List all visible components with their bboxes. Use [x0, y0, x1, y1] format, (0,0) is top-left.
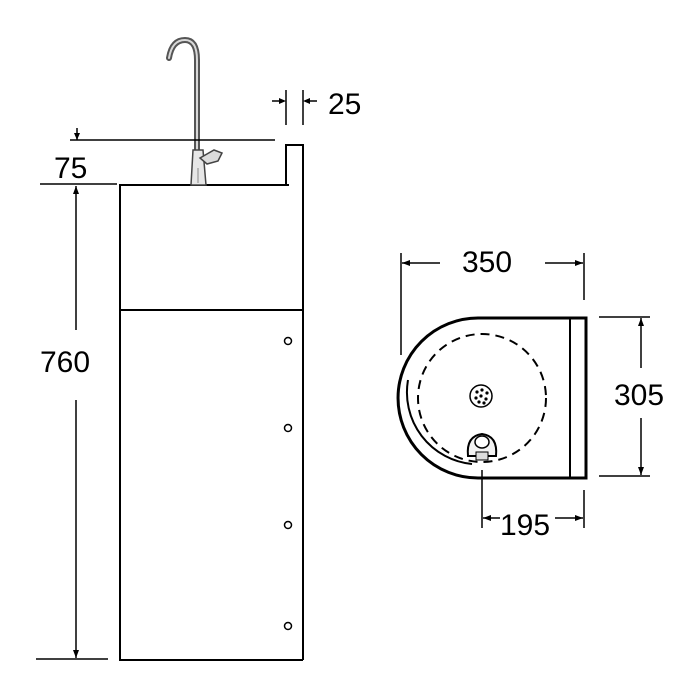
dim-width-label: 350: [462, 246, 512, 279]
dimension-width: 350: [400, 246, 585, 355]
bubbler-nozzle-icon: [466, 432, 498, 461]
dimension-height: 760: [36, 186, 108, 660]
dim-height-label: 760: [40, 346, 90, 379]
back-panel-outline: [285, 144, 304, 660]
screw-hole-icon: [283, 423, 293, 433]
dim-top-offset-label: 75: [54, 152, 87, 185]
rim-inner-edge: [405, 379, 473, 465]
dimension-top-offset: 75: [40, 128, 275, 185]
cabinet-outline: [119, 310, 303, 661]
plan-outline: [396, 316, 588, 480]
side-elevation: 25 75 760: [36, 36, 361, 661]
screw-hole-icon: [283, 520, 293, 530]
dim-center-offset-label: 195: [500, 509, 550, 542]
dimension-center-offset: 195: [481, 470, 585, 542]
drain-icon: [469, 384, 493, 408]
gooseneck-faucet-icon: [166, 36, 224, 186]
dimension-depth: 305: [599, 316, 664, 477]
basin-outline: [119, 184, 289, 310]
screw-hole-icon: [283, 621, 293, 631]
dim-side-thickness-label: 25: [328, 88, 361, 121]
dim-depth-label: 305: [614, 379, 664, 412]
screw-hole-icon: [283, 336, 293, 346]
plan-view: 350 305 195: [396, 246, 664, 542]
basin-outline-dashed: [417, 333, 547, 463]
dimension-side-thickness: 25: [272, 88, 361, 125]
